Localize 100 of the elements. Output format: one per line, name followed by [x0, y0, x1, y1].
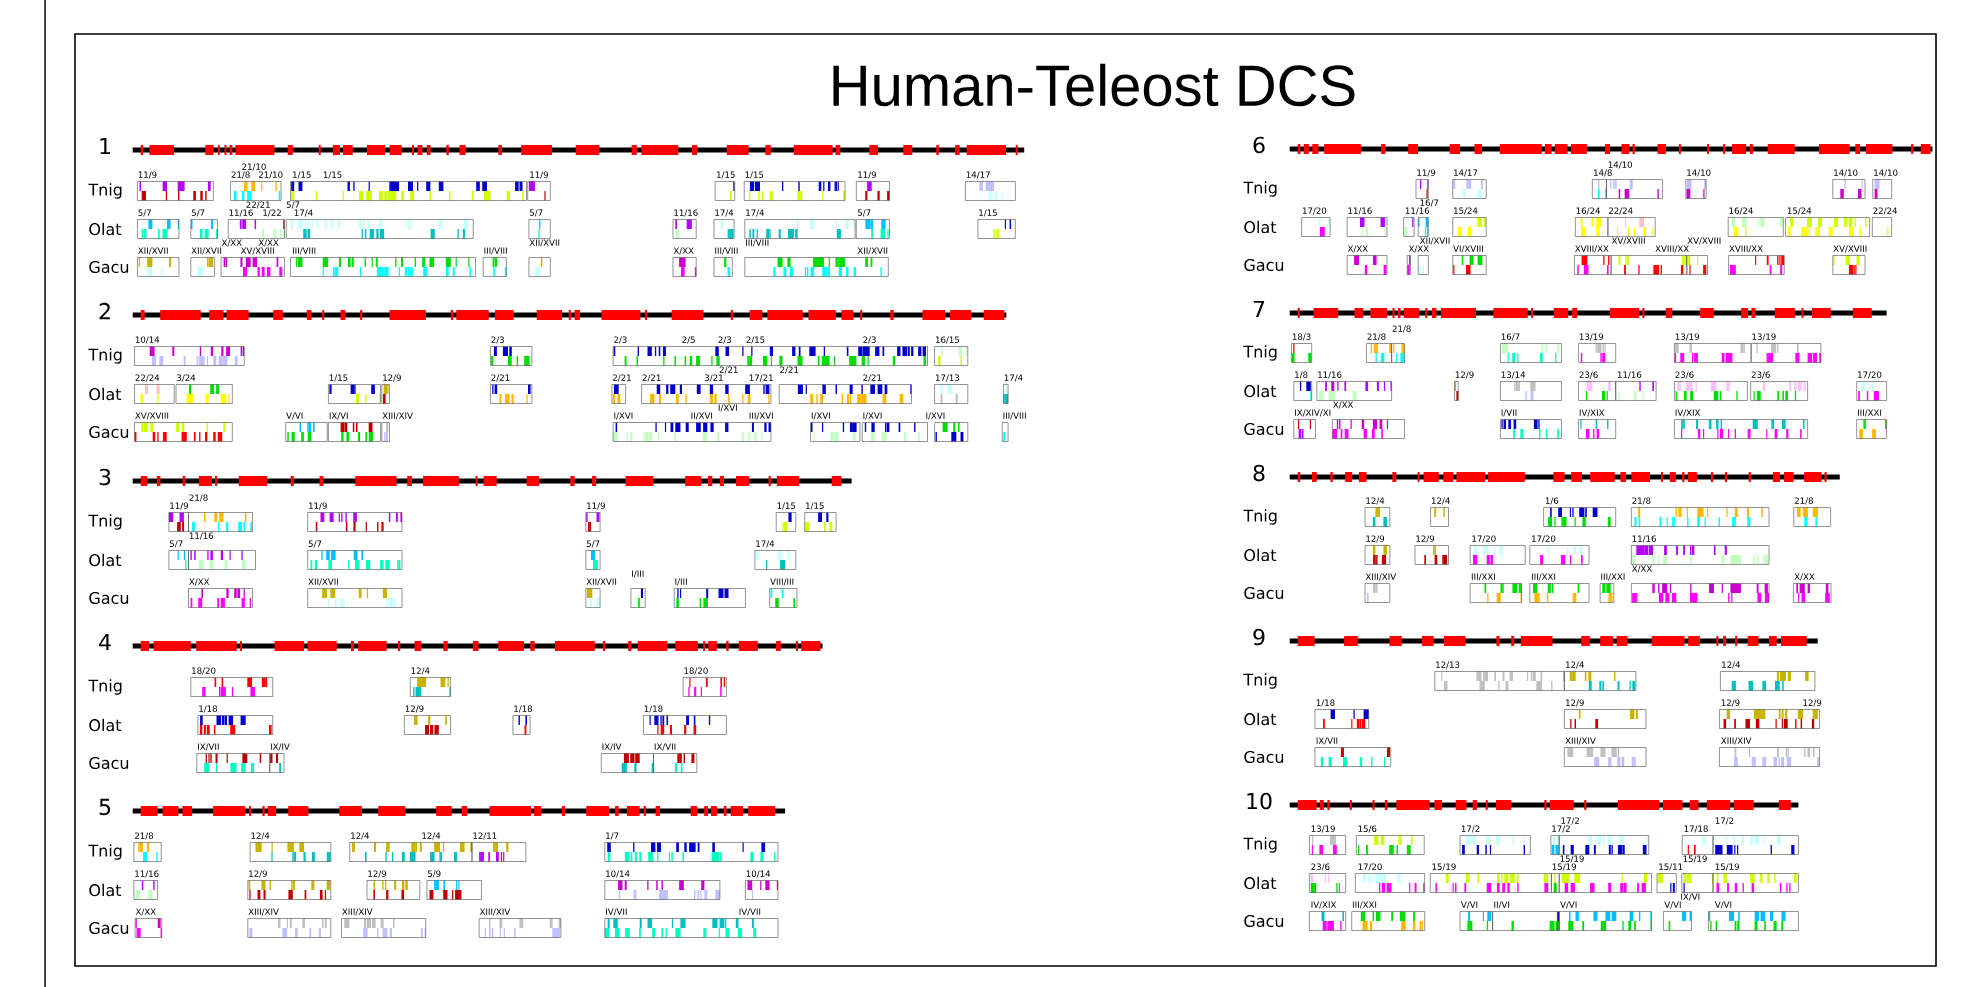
block-label: 15/24	[1454, 207, 1478, 215]
block-label: 1/18	[1316, 699, 1335, 707]
block-label: 17/4	[746, 209, 765, 217]
block-label: I/XVI	[863, 412, 882, 420]
species-name: Tnig	[1243, 509, 1277, 525]
block-label: 11/9	[530, 171, 548, 179]
block-label: XVIII/XX	[1655, 245, 1689, 253]
species-name: Gacu	[1244, 258, 1284, 272]
block-label: IX/VII	[1316, 737, 1338, 745]
chromosome-number: 4	[99, 634, 111, 651]
block-label: 2/21	[780, 366, 799, 374]
block-label: 12/9	[1416, 535, 1435, 543]
block-label: X/XX	[135, 908, 156, 916]
block-label: III/XXI	[1601, 573, 1625, 581]
block-label: 17/2	[1715, 817, 1734, 825]
block-label: XIII/XIV	[1565, 737, 1596, 745]
block-label: III/VIII	[1003, 412, 1026, 420]
block-label: 1/6	[1545, 497, 1559, 505]
block-label: 13/19	[1579, 333, 1604, 341]
block-label: 12/11	[473, 832, 497, 840]
species-name: Olat	[89, 718, 122, 732]
block-label: III/VIII	[484, 247, 507, 255]
block-label: 17/2	[1552, 825, 1570, 833]
block-label: IV/XIX	[1675, 409, 1701, 417]
block-label: XIII/XIV	[1365, 573, 1397, 581]
block-label: 14/17	[1454, 169, 1478, 177]
species-name: Tnig	[1243, 345, 1277, 361]
block-label: 21/8	[1367, 333, 1386, 341]
species-name: Tnig	[88, 348, 122, 364]
block-label: XII/XVII	[308, 578, 338, 586]
species-name: Tnig	[88, 679, 122, 695]
block-label: 13/14	[1501, 371, 1526, 379]
block-label: 1/7	[606, 832, 619, 840]
block-label: 16/7	[1501, 333, 1520, 341]
block-label: 17/4	[756, 540, 775, 548]
block-label: 14/10	[1834, 169, 1858, 177]
species-name: Gacu	[1244, 586, 1284, 600]
block-label: X/XX	[189, 578, 210, 586]
block-label: 11/16	[1632, 535, 1656, 543]
block-label: III/XXI	[1531, 573, 1556, 581]
block-label: 11/16	[674, 209, 698, 217]
block-label: 12/9	[1803, 699, 1822, 707]
chromosome-number: 6	[1253, 136, 1265, 154]
block-label: 23/6	[1675, 371, 1694, 379]
block-label: 11/16	[135, 870, 159, 878]
block-label: IV/VII	[739, 908, 761, 916]
block-label: III/XVI	[749, 412, 773, 420]
block-label: 5/7	[529, 209, 543, 217]
block-label: I/VII	[1501, 409, 1517, 417]
block-label: 22/24	[1873, 207, 1897, 215]
block-label: 12/4	[422, 832, 441, 840]
block-label: 2/21	[612, 374, 631, 382]
block-label: 16/7	[1420, 199, 1439, 207]
block-label: I/XVI	[718, 404, 737, 412]
block-label: 5/7	[308, 540, 322, 548]
block-label: 17/2	[1461, 825, 1480, 833]
species-name: Gacu	[1244, 750, 1284, 764]
block-label: XIII/XIV	[382, 412, 413, 420]
species-name: Gacu	[1244, 914, 1284, 928]
block-label: 12/9	[405, 705, 424, 713]
block-label: 5/7	[857, 209, 871, 217]
block-label: 12/13	[1436, 661, 1460, 669]
block-label: 16/15	[935, 336, 959, 344]
block-label: V/VI	[1460, 901, 1478, 909]
block-label: III/XXI	[1352, 901, 1377, 909]
block-label: X/XX	[258, 239, 279, 247]
chromosome-number: 10	[1247, 792, 1272, 810]
block-label: 5/7	[169, 540, 183, 548]
block-label: 18/20	[192, 667, 216, 675]
species-name: Gacu	[89, 921, 129, 935]
species-name: Tnig	[88, 844, 122, 860]
chromosome-number: 3	[99, 468, 111, 486]
block-label: XII/XVII	[529, 239, 560, 247]
block-label: 2/3	[718, 336, 732, 344]
species-name: Tnig	[88, 514, 122, 530]
block-label: XII/XVII	[1419, 237, 1450, 245]
species-name: Tnig	[88, 183, 122, 199]
block-label: 1/15	[717, 171, 735, 179]
block-label: 11/9	[138, 171, 157, 179]
block-label: 13/19	[1311, 825, 1335, 833]
block-label: 14/8	[1594, 169, 1612, 177]
block-label: XVIII/XX	[1729, 245, 1763, 253]
block-label: 10/14	[135, 336, 160, 344]
block-label: 21/8	[134, 832, 154, 840]
block-label: X/XX	[1333, 401, 1354, 409]
block-label: XIII/XIV	[479, 908, 511, 916]
block-label: 17/20	[1302, 207, 1327, 215]
block-label: IV/XIX	[1579, 409, 1605, 417]
block-label: 21/8	[231, 171, 250, 179]
block-label: X/XX	[1408, 245, 1429, 253]
block-label: 5/7	[191, 209, 205, 217]
block-label: 2/3	[491, 336, 504, 344]
block-label: V/VI	[286, 412, 303, 420]
block-label: 1/15	[323, 171, 342, 179]
block-label: 17/20	[1472, 535, 1496, 543]
species-name: Gacu	[89, 260, 129, 274]
block-label: 14/10	[1687, 169, 1711, 177]
block-label: 22/21	[246, 201, 270, 209]
block-label: 21/8	[1794, 497, 1813, 505]
block-label: X/XX	[673, 247, 694, 255]
